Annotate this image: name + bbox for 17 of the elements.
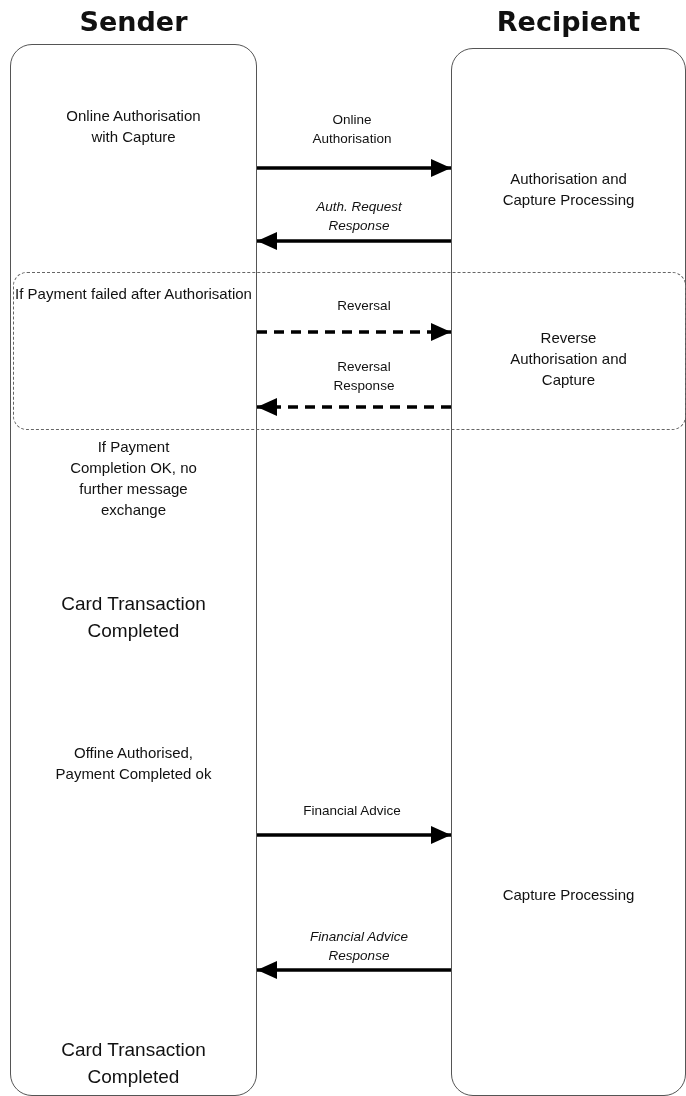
lane-note: Reverse Authorisation and Capture <box>509 328 628 390</box>
lane-note: Authorisation and Capture Processing <box>501 169 636 210</box>
lane-note: Online Authorisation with Capture <box>65 106 202 147</box>
message-arrow <box>257 159 451 177</box>
lane-note: Card Transaction Completed <box>60 592 207 643</box>
lane-note: Offine Authorised, Payment Completed ok <box>54 743 213 784</box>
lane-note: Card Transaction Completed <box>60 1038 207 1089</box>
message-arrow <box>257 398 451 416</box>
lane-note: If Payment Completion OK, no further message exchange <box>69 437 198 520</box>
message-arrow <box>257 826 451 844</box>
message-arrow <box>257 961 451 979</box>
lane-heading: Recipient <box>495 6 642 37</box>
lane-note: If Payment failed after Authorisation <box>14 284 253 304</box>
message-arrow <box>257 323 451 341</box>
lane-note: Capture Processing <box>501 885 636 905</box>
message-arrow <box>257 232 451 250</box>
lane-heading: Sender <box>78 6 189 37</box>
